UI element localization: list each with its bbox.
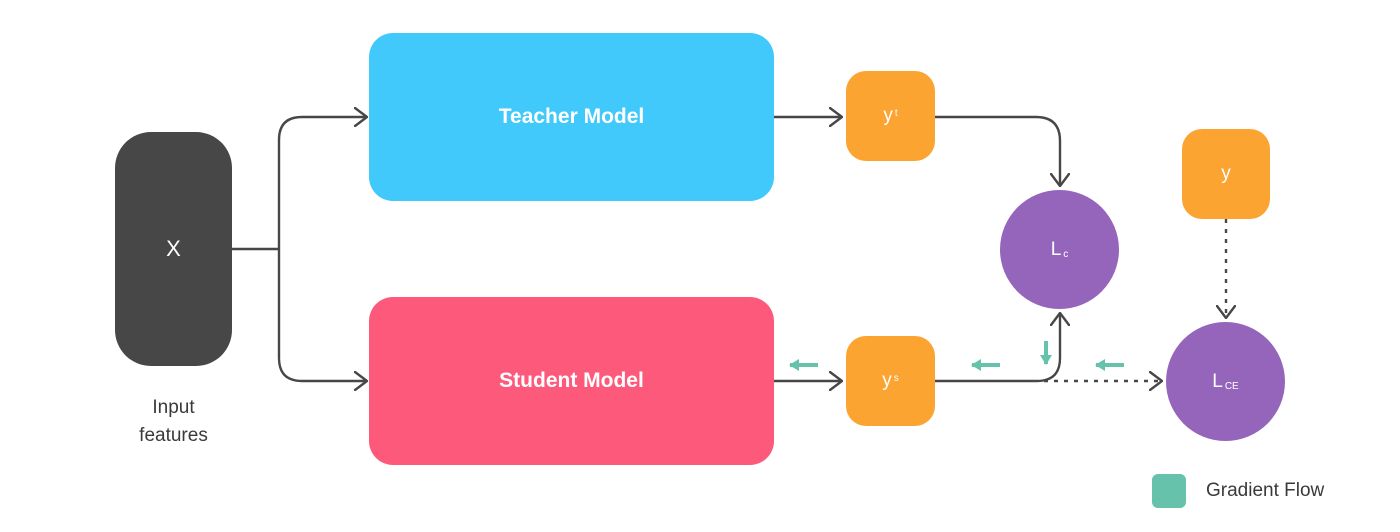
ce-loss-sub: CE (1224, 381, 1239, 392)
input-caption: Input features (105, 394, 242, 450)
student-model-node: Student Model (369, 297, 774, 465)
legend: Gradient Flow (1152, 474, 1324, 508)
consistency-loss-sub: c (1063, 249, 1069, 260)
edge-yt-to-lc (935, 115, 1060, 186)
student-output-base: y (882, 370, 892, 391)
input-caption-line2: features (139, 425, 208, 446)
teacher-output-base: y (883, 105, 893, 126)
edge-input-to-teacher (277, 117, 367, 249)
teacher-output-sup: t (894, 107, 898, 119)
teacher-model-node: Teacher Model (369, 33, 774, 201)
input-label: X (166, 236, 181, 261)
input-caption-line1: Input (152, 397, 195, 418)
ground-truth-node: y (1182, 129, 1270, 219)
student-output-sup: s (893, 372, 899, 384)
ground-truth-label: y (1221, 163, 1231, 184)
edge-input-to-student (277, 249, 367, 381)
consistency-loss-base: L (1050, 238, 1062, 260)
input-node: X (115, 132, 232, 366)
legend-gradient-label: Gradient Flow (1206, 480, 1325, 501)
teacher-model-label: Teacher Model (498, 105, 645, 128)
gradient-swatch-icon (1152, 474, 1186, 508)
student-model-label: Student Model (499, 369, 644, 392)
edge-ys-to-lc (935, 313, 1060, 383)
ce-loss-base: L (1212, 370, 1223, 392)
